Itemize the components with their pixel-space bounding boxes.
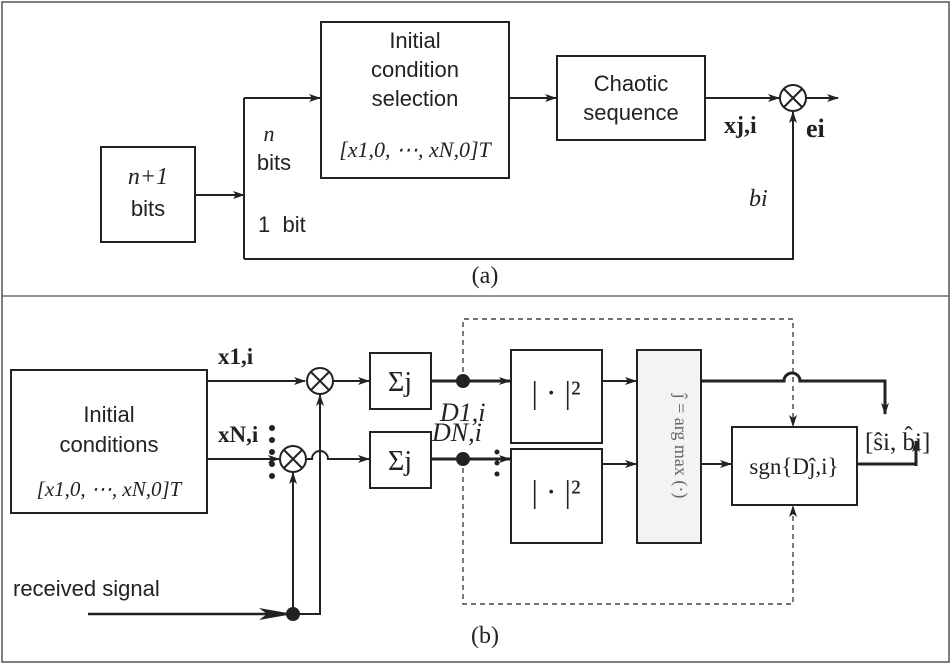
abs-square-N: | · |² bbox=[531, 473, 580, 509]
node-rx bbox=[286, 607, 300, 621]
ic-box-line2: conditions bbox=[59, 432, 158, 457]
ic-box-vector: [x1,0, ⋯, xN,0]T bbox=[37, 477, 183, 501]
branch-bottom-1-bit: 1 bit bbox=[258, 212, 306, 237]
chaotic-line2: sequence bbox=[583, 100, 678, 125]
e-i-label: ei bbox=[806, 114, 825, 143]
junction-nodes bbox=[269, 374, 500, 621]
panel-a-text: n+1 bits n bits 1 bit Initial condition … bbox=[128, 28, 825, 289]
chaotic-line1: Chaotic bbox=[594, 71, 669, 96]
dashed-bottom-line bbox=[462, 459, 797, 605]
D-N-i-label: DN,i bbox=[431, 418, 482, 447]
x-1-i-label: x1,i bbox=[218, 344, 254, 369]
ic-selection-box bbox=[320, 21, 510, 179]
x-N-i-label: xN,i bbox=[218, 422, 259, 447]
panel-b bbox=[10, 318, 920, 620]
panel-b-text: Initial conditions [x1,0, ⋯, xN,0]T x1,i… bbox=[13, 344, 930, 649]
rx-to-multiplier-1 bbox=[293, 394, 324, 615]
panel-a-caption: (a) bbox=[472, 263, 499, 289]
ic-selection-line2: condition bbox=[371, 57, 459, 82]
multN-to-sumN bbox=[306, 450, 370, 463]
abs-square-box-1 bbox=[510, 349, 603, 444]
received-signal-label: received signal bbox=[13, 576, 160, 601]
D-1-i-label: D1,i bbox=[439, 398, 486, 427]
sum-symbol-N: Σj bbox=[388, 446, 412, 477]
input-box-bits: bits bbox=[131, 196, 165, 221]
node-dN bbox=[456, 452, 470, 466]
ic-box-line1: Initial bbox=[83, 402, 134, 427]
dashed-top-line bbox=[462, 318, 797, 427]
ellipsis-dot bbox=[269, 425, 275, 431]
ic-selection-vector: [x1,0, ⋯, xN,0]T bbox=[339, 137, 492, 162]
ic-selection-line1: Initial bbox=[389, 28, 440, 53]
ic-box bbox=[10, 369, 208, 514]
input-box-n-plus-1: n+1 bbox=[128, 164, 168, 190]
argmax-box bbox=[636, 349, 702, 544]
argmax-text: ĵ = arg max (·) bbox=[670, 393, 691, 499]
b-i-label: bi bbox=[749, 186, 768, 212]
ic-selection-line3: selection bbox=[372, 86, 459, 111]
max-to-output-line bbox=[701, 371, 889, 415]
output-s-b-label: [ŝi, b̂i] bbox=[865, 426, 930, 456]
panel-b-caption: (b) bbox=[471, 623, 499, 649]
panel-a bbox=[100, 21, 839, 260]
sgn-text: sgn{Dĵ,i} bbox=[749, 454, 838, 479]
abs-square-box-N bbox=[510, 448, 603, 544]
node-d1 bbox=[456, 374, 470, 388]
branch-top-n: n bbox=[264, 121, 275, 146]
bit-loop-line bbox=[244, 111, 797, 260]
x-j-i-label: xj,i bbox=[724, 113, 757, 139]
sgn-to-output-line bbox=[857, 462, 918, 466]
branch-top-bits: bits bbox=[257, 150, 291, 175]
chaotic-sequence-box bbox=[556, 55, 706, 141]
input-bits-box bbox=[100, 146, 196, 243]
sum-symbol-1: Σj bbox=[388, 367, 412, 398]
abs-square-1: | · |² bbox=[531, 374, 580, 410]
